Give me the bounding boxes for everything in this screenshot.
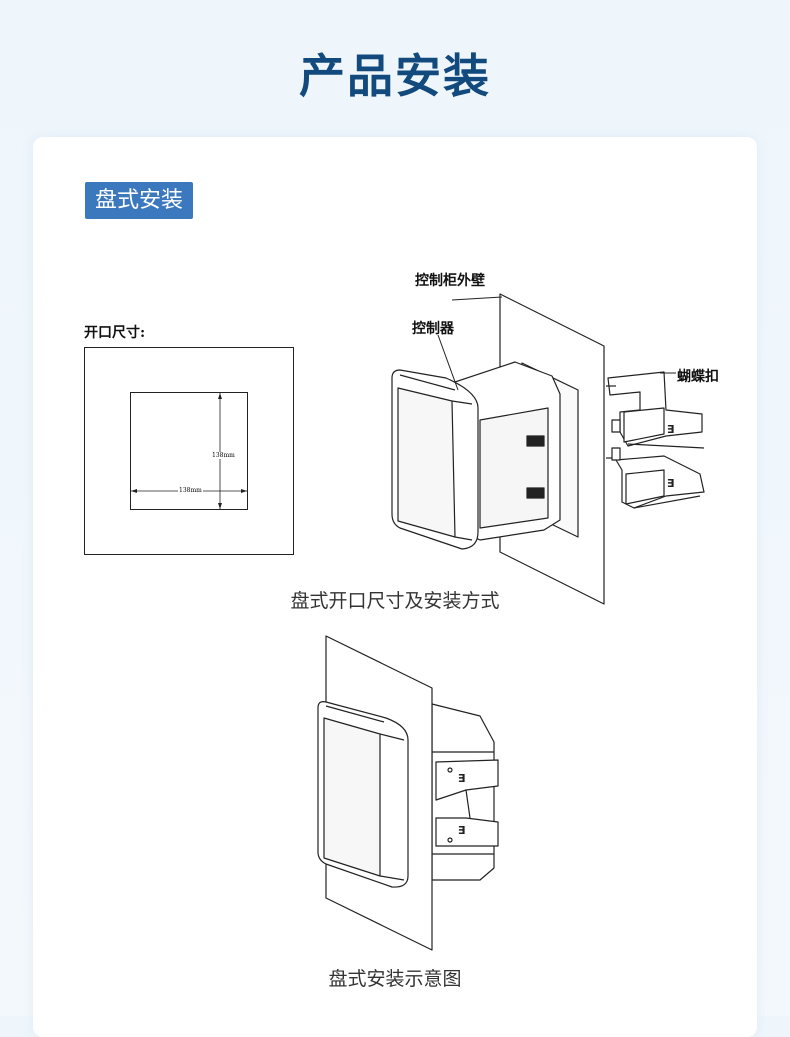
- svg-text:∃: ∃: [458, 772, 466, 785]
- caption-install-schematic: 盘式安装示意图: [328, 968, 462, 990]
- svg-text:∃: ∃: [667, 477, 675, 490]
- label-cabinet-wall: 控制柜外壁: [415, 273, 485, 289]
- caption-cutout-install: 盘式开口尺寸及安装方式: [290, 590, 500, 612]
- svg-text:∃: ∃: [667, 423, 675, 436]
- page-title: 产品安装: [299, 49, 491, 103]
- dim-horizontal-label: 138mm: [178, 487, 203, 494]
- cutout-drawing: [84, 347, 294, 555]
- section-badge: 盘式安装: [85, 182, 194, 219]
- dim-vertical-label: 138mm: [211, 452, 236, 459]
- installation-diagram-1: ∃ ∃: [391, 293, 705, 605]
- label-butterfly-clip: 蝴蝶扣: [677, 369, 719, 385]
- label-controller: 控制器: [412, 321, 454, 337]
- svg-text:∃: ∃: [458, 824, 466, 837]
- installation-diagram-2: ∃ ∃: [317, 635, 499, 951]
- cutout-size-label: 开口尺寸:: [84, 325, 146, 341]
